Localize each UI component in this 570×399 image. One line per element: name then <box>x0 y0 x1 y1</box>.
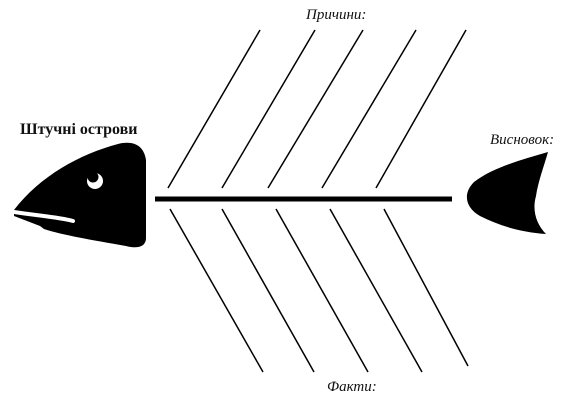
causes-label: Причини: <box>306 8 366 23</box>
cause-bone <box>268 30 363 188</box>
cause-bone <box>322 30 416 188</box>
fish-tail <box>467 152 548 234</box>
conclusion-label: Висновок: <box>490 133 554 148</box>
fish-head <box>14 143 146 248</box>
fact-bone <box>330 209 422 372</box>
fish-pupil <box>88 172 99 183</box>
cause-bone <box>168 30 260 188</box>
facts-label: Факти: <box>327 380 377 395</box>
topic-label: Штучні острови <box>20 122 137 138</box>
fact-bone <box>276 209 368 372</box>
fish-head-shape <box>14 143 146 248</box>
fact-bone <box>170 209 263 372</box>
fact-bone <box>222 209 314 372</box>
cause-bones <box>168 30 466 188</box>
fact-bones <box>170 209 468 372</box>
fact-bone <box>384 209 468 366</box>
cause-bone <box>376 30 466 188</box>
cause-bone <box>222 30 315 188</box>
